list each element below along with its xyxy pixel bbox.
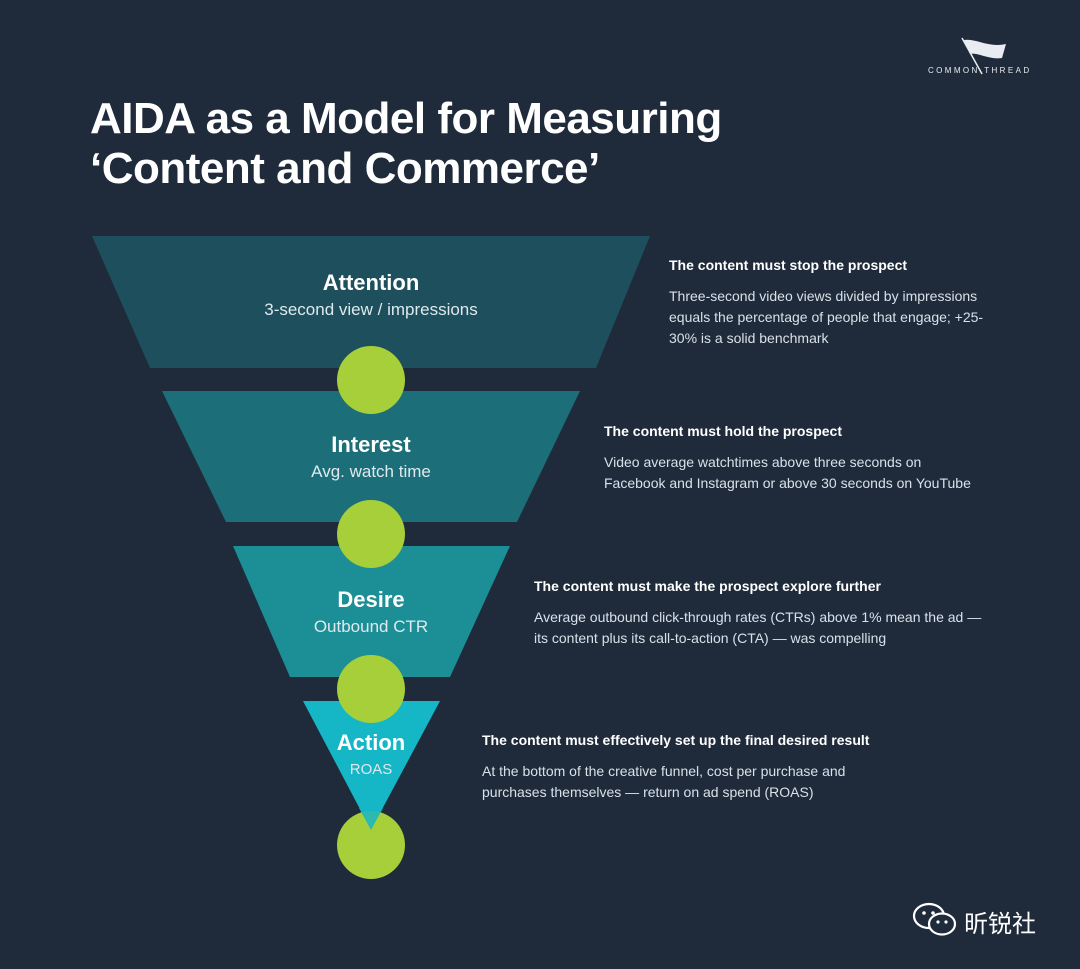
- description-heading: The content must make the prospect explo…: [534, 578, 881, 594]
- common-thread-logo: COMMON THREAD: [928, 36, 1048, 82]
- stage-metric: 3-second view / impressions: [264, 300, 478, 319]
- description-body: Three-second video views divided by impr…: [669, 288, 984, 346]
- stage-label-attention: Attention 3-second view / impressions: [221, 270, 521, 321]
- description-heading: The content must stop the prospect: [669, 257, 908, 273]
- funnel-stage-interest: [162, 391, 580, 522]
- wechat-icon: [912, 902, 957, 936]
- stage-label-interest: Interest Avg. watch time: [221, 432, 521, 483]
- funnel-stage-attention: [92, 236, 650, 368]
- watermark-text: 昕锐社: [964, 911, 1036, 938]
- page-title: AIDA as a Model for Measuring ‘Content a…: [90, 94, 722, 194]
- stage-metric: Avg. watch time: [311, 462, 431, 481]
- logo-text: COMMON THREAD: [928, 66, 1032, 75]
- connector-circle-4: [337, 811, 405, 879]
- stage-metric: Outbound CTR: [313, 617, 429, 636]
- funnel-stage-action: [303, 701, 440, 830]
- description-body: At the bottom of the creative funnel, co…: [482, 763, 846, 800]
- action-tip-overlay: [359, 808, 383, 830]
- stage-name: Attention: [322, 270, 420, 295]
- wechat-watermark: 昕锐社: [912, 898, 1052, 942]
- description-attention: The content must stop the prospect Three…: [669, 256, 999, 349]
- description-interest: The content must hold the prospect Video…: [604, 422, 974, 494]
- title-line-1: AIDA as a Model for Measuring: [90, 94, 722, 143]
- description-desire: The content must make the prospect explo…: [534, 577, 999, 649]
- description-heading: The content must effectively set up the …: [482, 732, 870, 748]
- stage-name: Action: [336, 730, 406, 755]
- stage-label-action: Action ROAS: [221, 730, 521, 781]
- flag-icon: [961, 37, 1006, 75]
- funnel-stage-desire: [233, 546, 510, 677]
- stage-metric: ROAS: [349, 761, 393, 778]
- connector-circle-2: [337, 500, 405, 568]
- stage-label-desire: Desire Outbound CTR: [221, 587, 521, 638]
- description-body: Video average watchtimes above three sec…: [604, 454, 971, 491]
- stage-name: Interest: [331, 432, 411, 457]
- connector-circle-1: [337, 346, 405, 414]
- description-heading: The content must hold the prospect: [604, 423, 843, 439]
- description-action: The content must effectively set up the …: [482, 731, 912, 803]
- stage-name: Desire: [337, 587, 405, 612]
- connector-circle-3: [337, 655, 405, 723]
- title-line-2: ‘Content and Commerce’: [90, 144, 600, 193]
- description-body: Average outbound click-through rates (CT…: [534, 609, 982, 646]
